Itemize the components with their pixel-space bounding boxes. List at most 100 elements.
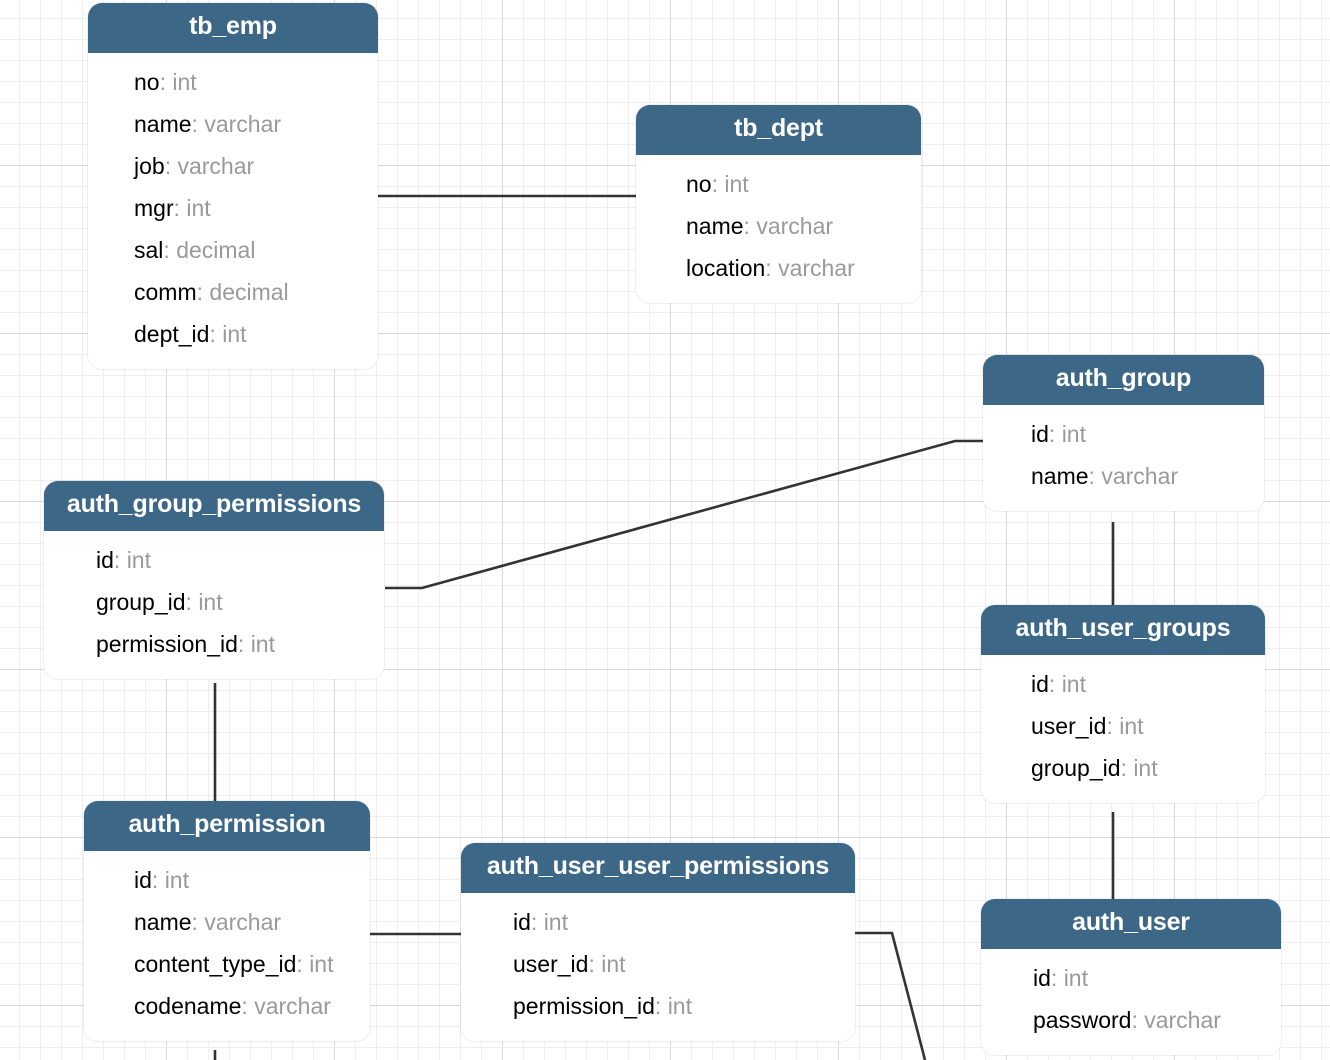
field-type: : int [1106, 712, 1144, 739]
entity-field: dept_id: int [88, 313, 378, 355]
entity-field: permission_id: int [44, 623, 384, 665]
field-type: : int [1048, 670, 1086, 697]
field-type: : int [185, 588, 223, 615]
field-name: group_id [1031, 754, 1121, 781]
entity-title: tb_emp [88, 3, 378, 53]
entity-title: tb_dept [636, 105, 921, 155]
entity-title: auth_permission [84, 801, 370, 851]
entity-fields: id: int name: varchar content_type_id: i… [84, 850, 370, 1042]
field-name: name [134, 908, 192, 935]
field-name: sal [134, 237, 164, 264]
entity-field: group_id: int [44, 581, 384, 623]
field-type: : int [113, 546, 151, 573]
field-name: location [686, 254, 766, 281]
field-type: : int [1050, 964, 1088, 991]
field-type: : int [173, 194, 211, 221]
entity-field: id: int [983, 413, 1264, 455]
entity-auth_user[interactable]: auth_user id: int password: varchar [981, 899, 1281, 1055]
relationship-edge [855, 931, 927, 1060]
field-type: : int [1048, 420, 1086, 447]
entity-field: user_id: int [461, 943, 855, 985]
entity-fields: id: int group_id: int permission_id: int [44, 530, 384, 679]
field-type: : varchar [743, 212, 834, 239]
entity-title: auth_user_groups [981, 605, 1265, 655]
field-name: user_id [1031, 712, 1107, 739]
entity-field: location: varchar [636, 247, 921, 289]
field-type: : int [530, 908, 568, 935]
entity-field: id: int [981, 663, 1265, 705]
entity-tb_emp[interactable]: tb_emp no: int name: varchar job: varcha… [88, 3, 378, 370]
field-type: : int [159, 68, 197, 95]
entity-field: content_type_id: int [84, 943, 370, 985]
field-name: no [686, 170, 712, 197]
entity-field: mgr: int [88, 187, 378, 229]
field-type: : int [209, 321, 247, 348]
entity-field: password: varchar [981, 999, 1281, 1041]
relationship-edge [385, 439, 983, 590]
entity-field: name: varchar [636, 205, 921, 247]
entity-auth_group[interactable]: auth_group id: int name: varchar [983, 355, 1264, 511]
entity-auth_user_user_permissions[interactable]: auth_user_user_permissions id: int user_… [461, 843, 855, 1041]
field-name: id [134, 866, 152, 893]
field-name: no [134, 68, 160, 95]
field-name: id [1031, 420, 1049, 447]
field-type: : int [588, 950, 626, 977]
field-name: job [134, 152, 165, 179]
field-type: : varchar [164, 152, 255, 179]
entity-fields: id: int user_id: int permission_id: int [461, 892, 855, 1041]
entity-field: group_id: int [981, 747, 1265, 789]
entity-tb_dept[interactable]: tb_dept no: int name: varchar location: … [636, 105, 921, 303]
field-name: permission_id [513, 992, 655, 1019]
entity-field: job: varchar [88, 145, 378, 187]
field-name: dept_id [134, 321, 210, 348]
field-name: content_type_id [134, 950, 297, 977]
field-type: : varchar [191, 110, 282, 137]
entity-field: permission_id: int [461, 985, 855, 1027]
field-name: codename [134, 992, 242, 1019]
entity-field: comm: decimal [88, 271, 378, 313]
field-type: : int [237, 630, 275, 657]
entity-field: id: int [461, 901, 855, 943]
entity-title: auth_user_user_permissions [461, 843, 855, 893]
entity-auth_group_permissions[interactable]: auth_group_permissions id: int group_id:… [44, 481, 384, 679]
field-name: password [1033, 1006, 1132, 1033]
field-type: : int [151, 866, 189, 893]
entity-field: name: varchar [84, 901, 370, 943]
entity-field: codename: varchar [84, 985, 370, 1027]
entity-fields: id: int password: varchar [981, 948, 1281, 1055]
entity-auth_user_groups[interactable]: auth_user_groups id: int user_id: int gr… [981, 605, 1265, 803]
field-type: : decimal [163, 237, 256, 264]
entity-field: user_id: int [981, 705, 1265, 747]
field-type: : decimal [196, 279, 289, 306]
entity-fields: no: int name: varchar location: varchar [636, 154, 921, 303]
field-name: permission_id [96, 630, 238, 657]
field-name: id [513, 908, 531, 935]
entity-auth_permission[interactable]: auth_permission id: int name: varchar co… [84, 801, 370, 1042]
entity-fields: id: int name: varchar [983, 404, 1264, 511]
field-type: : varchar [241, 992, 331, 1019]
entity-fields: no: int name: varchar job: varchar mgr: … [88, 52, 378, 370]
entity-title: auth_group_permissions [44, 481, 384, 531]
field-type: : int [711, 170, 749, 197]
field-name: name [686, 212, 744, 239]
field-name: comm [134, 279, 197, 306]
entity-title: auth_user [981, 899, 1281, 949]
entity-title: auth_group [983, 355, 1264, 405]
field-name: mgr [134, 194, 174, 221]
field-name: id [1033, 964, 1051, 991]
entity-field: no: int [636, 163, 921, 205]
entity-field: id: int [44, 539, 384, 581]
entity-field: id: int [84, 859, 370, 901]
field-type: : varchar [191, 908, 282, 935]
field-name: id [96, 546, 114, 573]
entity-field: id: int [981, 957, 1281, 999]
entity-fields: id: int user_id: int group_id: int [981, 654, 1265, 803]
field-name: name [1031, 462, 1089, 489]
field-name: id [1031, 670, 1049, 697]
field-type: : varchar [765, 254, 855, 281]
field-type: : int [654, 992, 692, 1019]
entity-field: name: varchar [88, 103, 378, 145]
entity-field: no: int [88, 61, 378, 103]
field-name: user_id [513, 950, 589, 977]
